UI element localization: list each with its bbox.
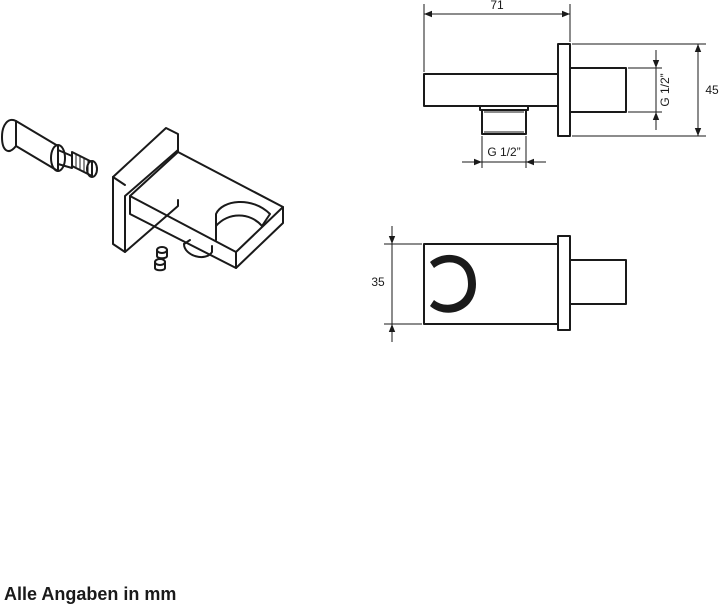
- dim-45-label: 45: [705, 83, 719, 97]
- dim-thread-vertical-label: G 1/2”: [658, 73, 672, 106]
- isometric-view: [1, 119, 284, 272]
- grub-screws: [154, 246, 168, 272]
- units-note: Alle Angaben in mm: [4, 584, 177, 604]
- top-view: 35: [371, 226, 627, 342]
- dim-71-label: 71: [490, 0, 504, 12]
- holder-part: [112, 127, 284, 269]
- hose-nipple-part: [1, 119, 98, 178]
- dim-35-label: 35: [371, 275, 385, 289]
- dim-thread-horizontal-label: G 1/2”: [487, 145, 520, 159]
- side-view: 71 45 G 1/2” G 1/2”: [423, 0, 719, 168]
